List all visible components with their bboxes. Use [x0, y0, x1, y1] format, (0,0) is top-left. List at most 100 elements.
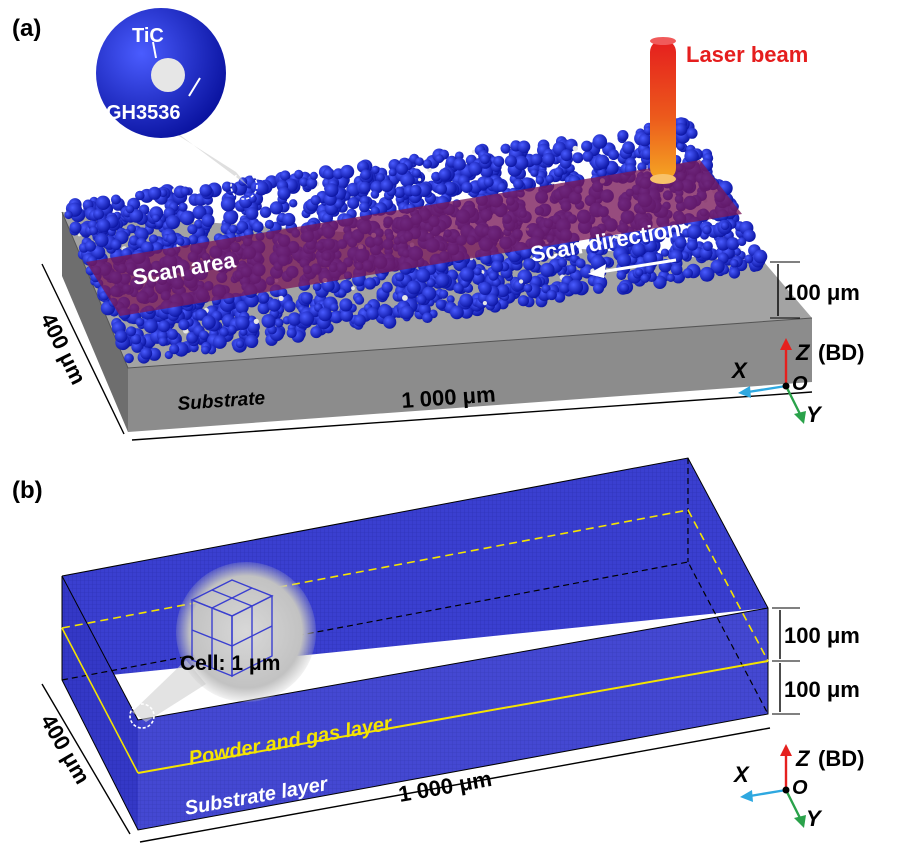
powder-particle: [416, 294, 427, 305]
powder-particle: [151, 214, 161, 223]
powder-particle: [730, 259, 739, 268]
powder-particle: [94, 233, 109, 248]
powder-particle: [682, 268, 694, 279]
cell-inset: Cell: 1 μm: [129, 562, 316, 729]
powder-particle: [221, 181, 233, 192]
powder-particle: [252, 221, 264, 233]
powder-particle: [96, 218, 111, 233]
powder-particle: [64, 210, 73, 220]
powder-particle: [743, 229, 756, 242]
powder-particle: [388, 168, 397, 177]
powder-particle: [635, 268, 644, 277]
powder-particle: [617, 130, 629, 142]
powder-particle: [737, 237, 747, 247]
powder-particle: [435, 154, 444, 164]
powder-particle: [554, 291, 566, 303]
powder-particle: [93, 208, 104, 220]
powder-particle: [753, 249, 768, 264]
powder-particle: [593, 282, 604, 294]
powder-particle: [239, 327, 248, 336]
laser-beam-label: Laser beam: [686, 42, 808, 67]
powder-particle: [684, 149, 699, 164]
powder-particle: [148, 234, 159, 244]
powder-particle: [702, 225, 712, 235]
powder-particle: [395, 272, 405, 282]
powder-particle: [674, 123, 688, 136]
powder-particle: [560, 244, 571, 255]
powder-particle: [360, 169, 372, 180]
powder-particle: [323, 167, 335, 180]
powder-particle: [347, 197, 360, 210]
powder-particle: [619, 282, 630, 293]
powder-particle: [595, 154, 610, 169]
powder-particle: [638, 133, 652, 147]
powder-particle: [199, 330, 209, 341]
height-top-dim-b: 100 μm: [784, 623, 860, 648]
powder-particle: [164, 350, 173, 360]
powder-particle: [143, 319, 158, 334]
powder-particle: [674, 236, 687, 249]
panel-a: (a) TiC GH3536 Laser beam: [12, 8, 864, 441]
powder-particle: [491, 260, 504, 273]
cell-label: Cell: 1 μm: [180, 652, 280, 675]
powder-particle: [546, 289, 557, 301]
powder-particle: [461, 181, 473, 193]
scan-area: [86, 160, 742, 316]
powder-particle: [324, 183, 339, 198]
powder-particle: [126, 326, 137, 337]
powder-particle: [514, 155, 529, 171]
powder-particle: [545, 174, 554, 184]
powder-particle: [300, 292, 313, 304]
powder-particle: [141, 241, 154, 255]
powder-particle: [383, 315, 397, 329]
mesh-block: [61, 457, 769, 831]
powder-particle: [416, 268, 431, 283]
powder-particle: [114, 330, 128, 343]
powder-particle: [686, 239, 698, 251]
powder-particle: [393, 186, 406, 198]
axis-o-label-a: O: [792, 373, 808, 395]
powder-particle: [581, 140, 593, 152]
powder-particle: [201, 214, 215, 227]
powder-particle: [517, 140, 531, 154]
panel-b: (b): [12, 457, 864, 843]
powder-particle: [517, 295, 530, 307]
powder-particle: [158, 320, 171, 333]
powder-particle: [438, 168, 452, 182]
powder-particle: [732, 247, 742, 256]
powder-particle: [572, 152, 584, 164]
powder-particle: [473, 267, 482, 276]
powder-particle: [716, 237, 730, 251]
powder-particle: [229, 224, 238, 234]
powder-particle: [567, 264, 577, 274]
powder-particle: [435, 273, 450, 288]
powder-particle: [274, 318, 284, 328]
powder-particle: [597, 168, 607, 178]
powder-particle: [454, 151, 464, 161]
powder-particle: [560, 149, 573, 162]
powder-particle: [339, 298, 353, 312]
powder-particle: [631, 242, 646, 257]
tic-particle: [482, 301, 487, 306]
powder-particle: [322, 212, 333, 224]
powder-particle: [580, 264, 595, 279]
powder-particle: [359, 201, 370, 213]
powder-particle: [167, 328, 178, 340]
height-dim-a: 100 μm: [784, 280, 860, 305]
panel-b-label: (b): [12, 477, 43, 504]
powder-particle: [227, 325, 237, 334]
powder-particle: [439, 289, 449, 299]
axis-o-label-b: O: [792, 777, 808, 799]
gh3536-label: GH3536: [106, 102, 181, 124]
powder-particle: [500, 143, 511, 154]
axis-z-label-b: Z: [795, 746, 811, 771]
powder-particle: [264, 219, 274, 229]
powder-particle: [310, 195, 321, 206]
powder-particle: [559, 282, 570, 294]
axis-z-label-a: Z: [795, 340, 811, 365]
powder-particle: [180, 186, 190, 196]
powder-particle: [135, 190, 145, 201]
powder-particle: [248, 194, 257, 203]
powder-particle: [426, 278, 436, 288]
powder-particle: [453, 157, 466, 171]
